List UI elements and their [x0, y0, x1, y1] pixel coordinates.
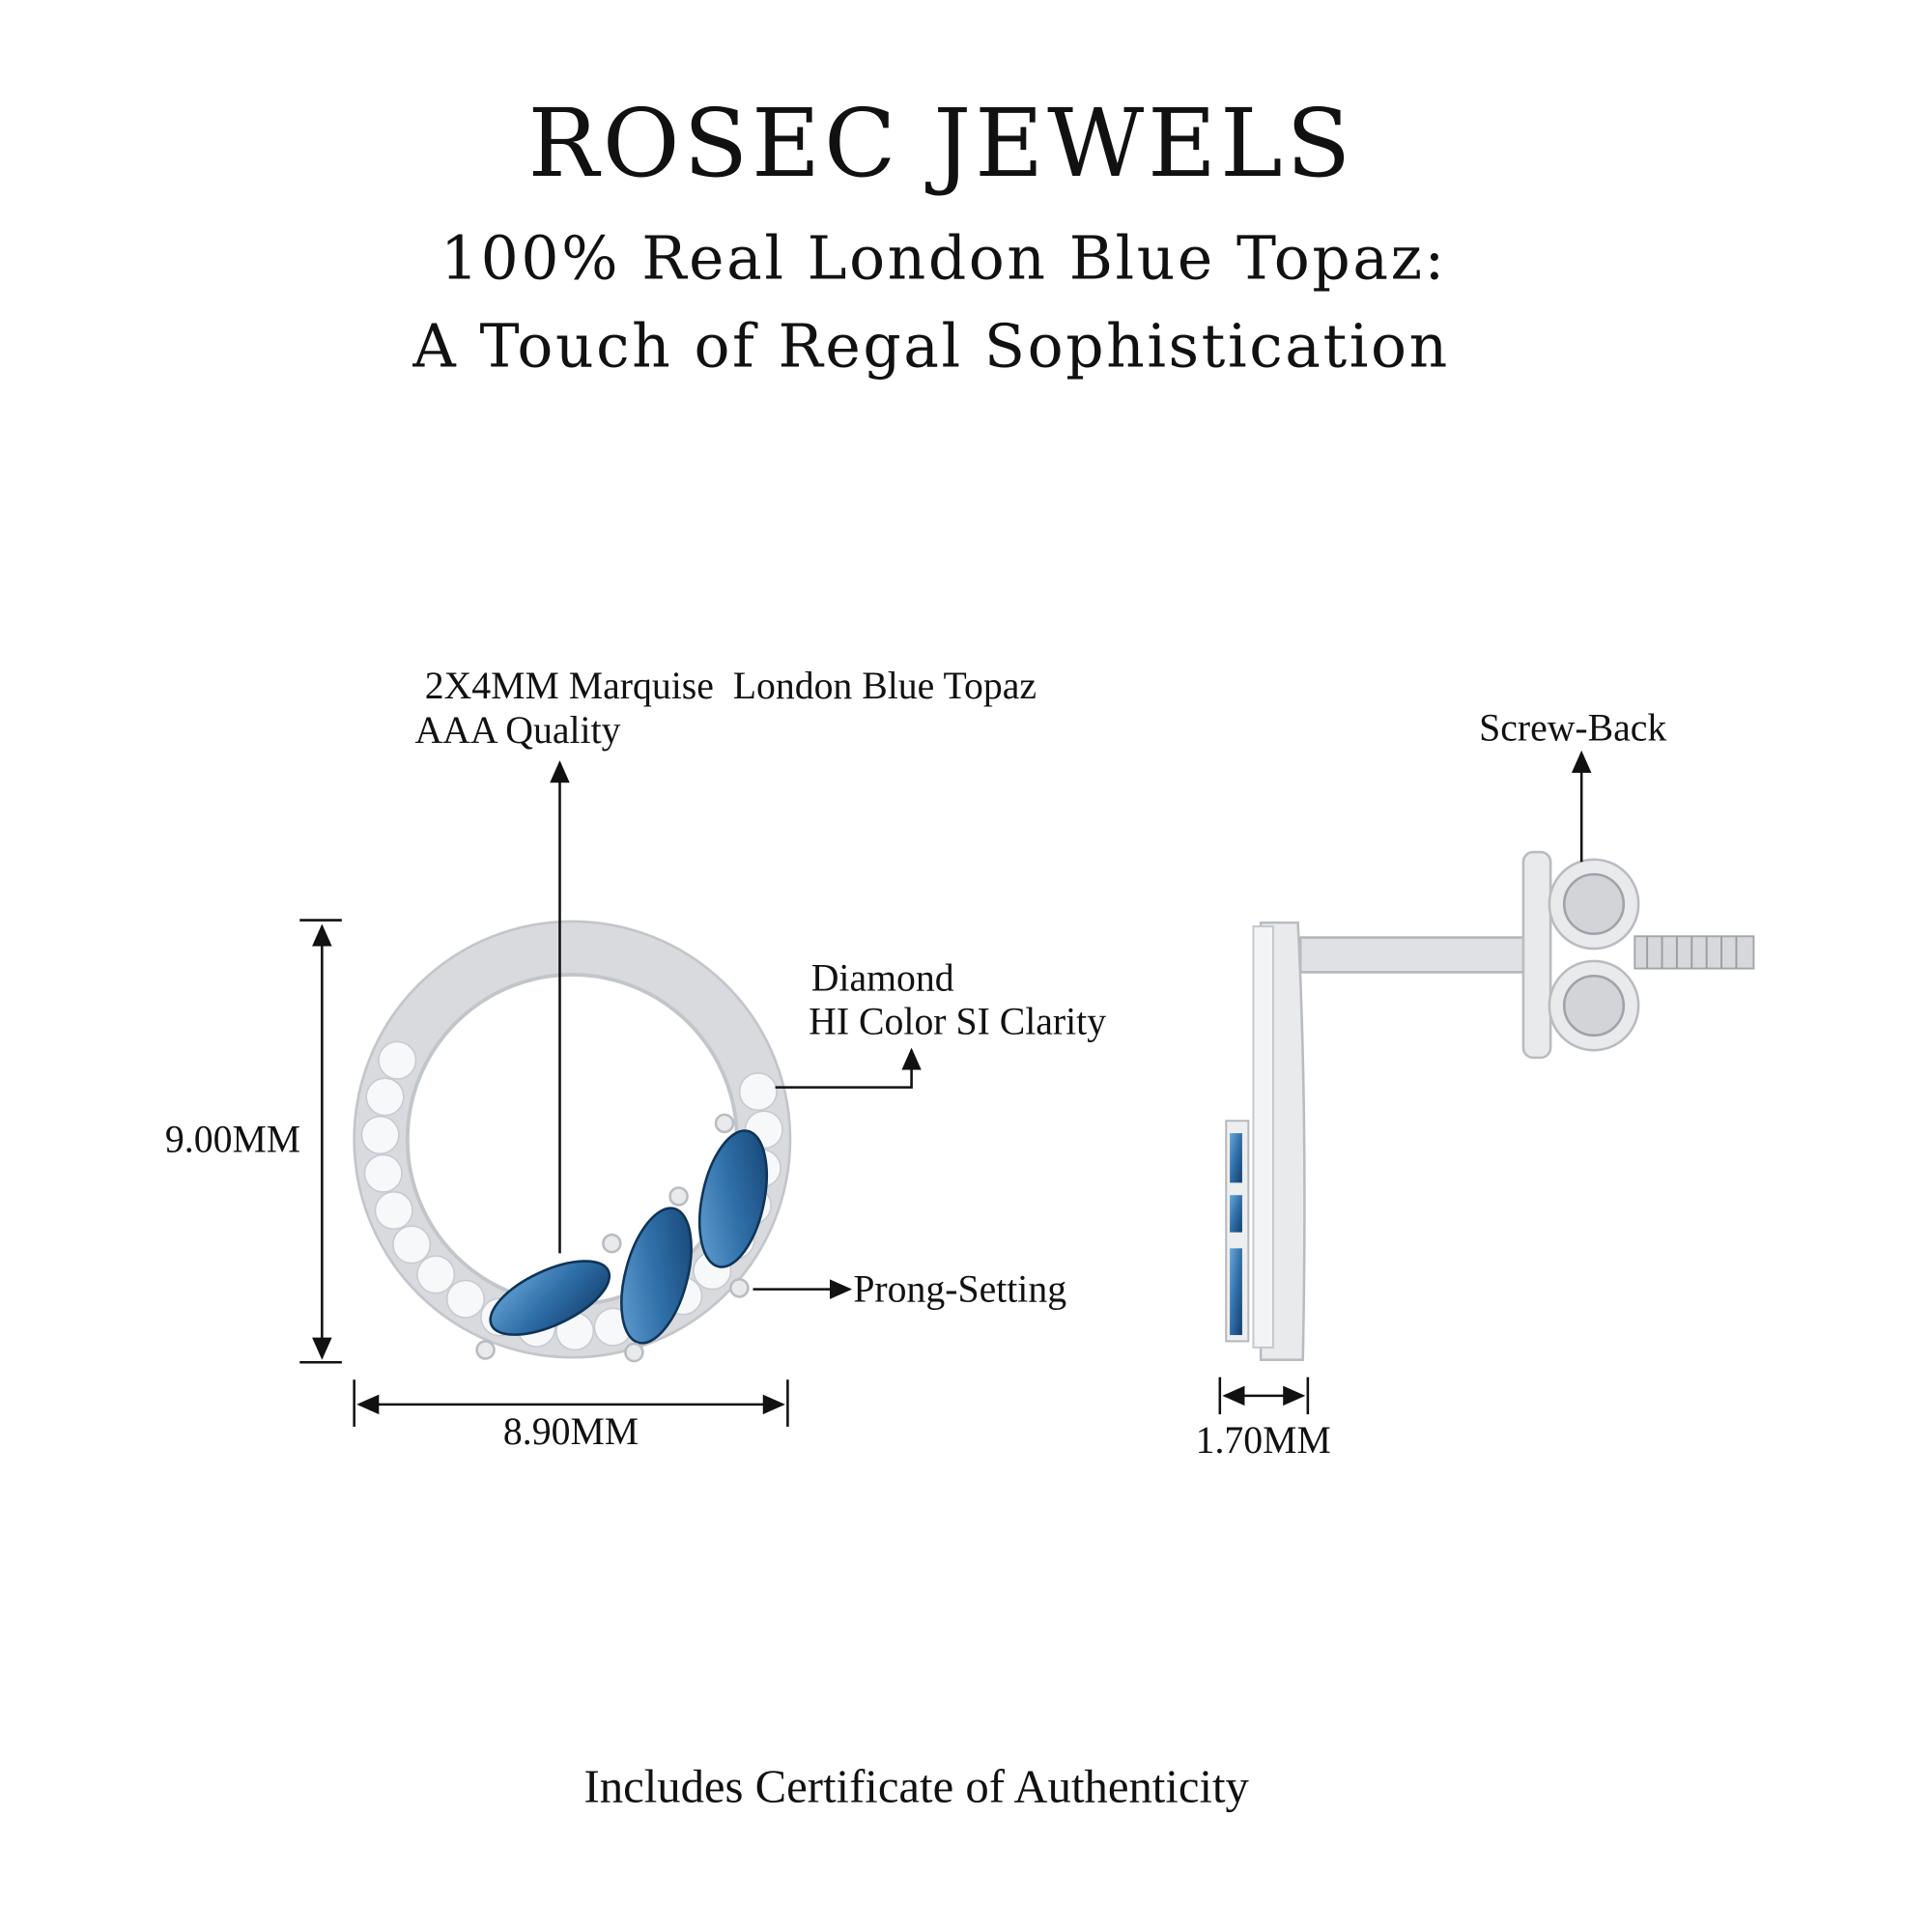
diamond-stone [738, 1072, 778, 1112]
diamond-stone [378, 1040, 417, 1080]
screw-back-label: Screw-Back [1479, 707, 1666, 750]
brand-title: ROSEC JEWELS [528, 89, 1355, 198]
topaz-marquise-stones [475, 1113, 768, 1363]
diamond-stone [363, 1153, 403, 1193]
width-dimension: 8.90MM [503, 1410, 639, 1453]
certificate-note: Includes Certificate of Authenticity [584, 1760, 1250, 1812]
depth-dimension: 1.70MM [1196, 1419, 1331, 1462]
subtitle-line-2: A Touch of Regal Sophistication [412, 311, 1449, 381]
height-dimension: 9.00MM [165, 1118, 300, 1160]
diamond-stone [374, 1191, 413, 1231]
diamond-label-line-2: HI Color SI Clarity [809, 1001, 1106, 1043]
earring-front-view [353, 920, 792, 1363]
diamond-stone [445, 1279, 485, 1319]
earring-side-view [1225, 850, 1755, 1361]
diamond-stone [416, 1255, 456, 1294]
gemstone-label-line-2: AAA Quality [414, 709, 620, 752]
diamond-stone [360, 1115, 400, 1154]
diamond-stone [392, 1225, 432, 1264]
diamond-label-line-1: Diamond [811, 957, 954, 1000]
diamond-stone [365, 1077, 405, 1117]
prong-setting-label: Prong-Setting [853, 1267, 1066, 1310]
subtitle-line-1: 100% Real London Blue Topaz: [440, 223, 1447, 293]
gemstone-label-line-1: 2X4MM Marquise London Blue Topaz [425, 665, 1037, 707]
